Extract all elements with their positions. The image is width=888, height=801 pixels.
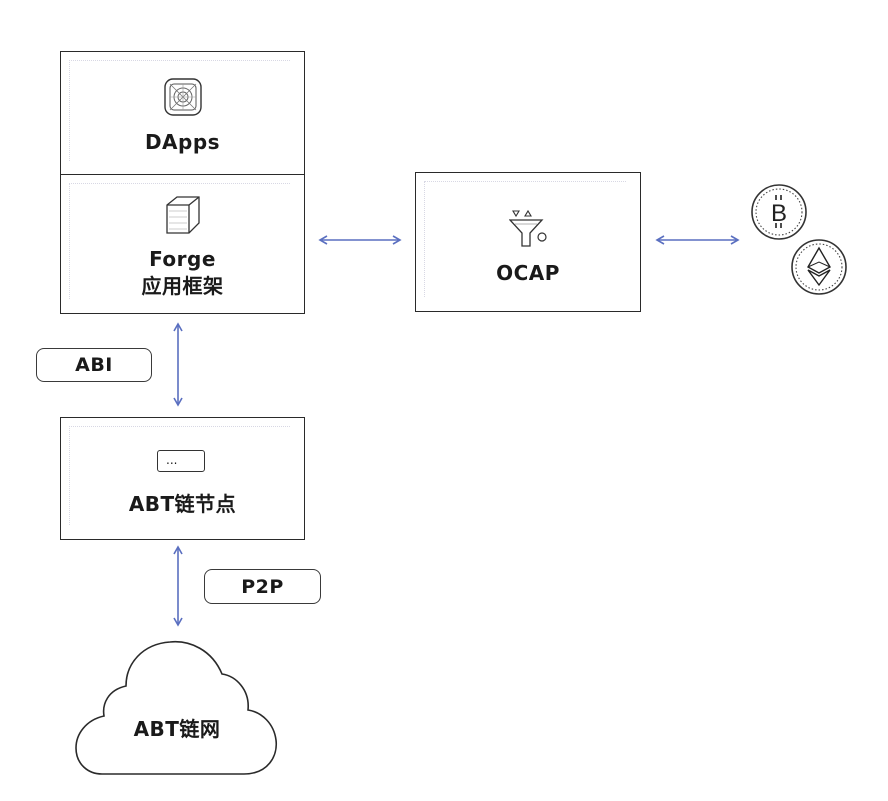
- abt-node-label: ABT链节点: [128, 492, 237, 516]
- terminal-icon-text: ...: [166, 453, 178, 467]
- abt-network-label: ABT链网: [133, 717, 221, 741]
- abi-label: ABI: [36, 348, 152, 382]
- forge-layer: Forge 应用框架: [60, 174, 305, 314]
- funnel-icon: [509, 209, 547, 247]
- bitcoin-icon: B: [751, 184, 807, 240]
- forge-label-line1: Forge: [149, 247, 216, 271]
- ocap-box: OCAP: [415, 172, 641, 312]
- cloud-shape: [75, 640, 277, 775]
- app-grid-icon: [164, 78, 202, 116]
- dapps-label: DApps: [144, 130, 221, 154]
- bitcoin-glyph: B: [771, 200, 787, 227]
- cube-icon: [166, 196, 200, 234]
- ethereum-icon: [791, 239, 847, 295]
- ocap-label: OCAP: [496, 261, 560, 285]
- dapps-layer: DApps: [60, 51, 305, 176]
- p2p-label: P2P: [204, 569, 321, 604]
- forge-label-line2: 应用框架: [141, 274, 224, 298]
- terminal-icon: ...: [157, 450, 205, 472]
- abt-node-layer: ... ABT链节点: [60, 417, 305, 540]
